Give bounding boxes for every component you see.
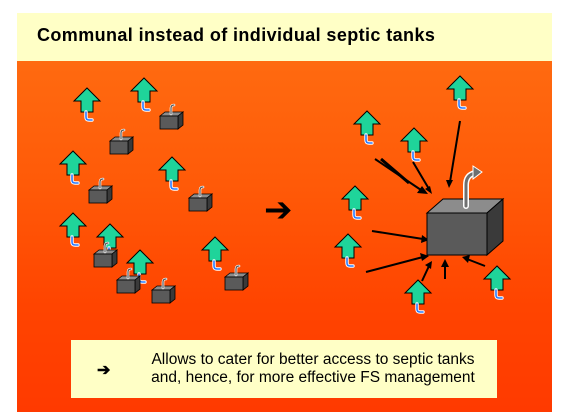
septic-diagram: ➔ — [58, 74, 512, 314]
title-band: Communal instead of individual septic ta… — [17, 13, 552, 61]
house-icon — [200, 235, 230, 271]
note-line-2: and, hence, for more effective FS manage… — [151, 369, 475, 386]
house-icon — [157, 155, 187, 191]
house-icon — [58, 211, 88, 247]
septic-tank-icon — [158, 103, 185, 131]
septic-tank-icon — [150, 277, 177, 305]
flow-arrowheads — [417, 180, 470, 269]
septic-tank-icon — [87, 177, 114, 205]
house-icon — [399, 126, 429, 162]
house-icon — [340, 184, 370, 220]
note-box: ➔ Allows to cater for better access to s… — [71, 340, 497, 398]
slide-title: Communal instead of individual septic ta… — [37, 25, 436, 45]
house-icon — [58, 149, 88, 185]
house-icon — [129, 76, 159, 112]
house-icon — [72, 86, 102, 122]
septic-tank-icon — [187, 185, 214, 213]
septic-tank-icon — [223, 264, 250, 292]
note-text: Allows to cater for better access to sep… — [135, 351, 491, 387]
house-icon — [482, 264, 512, 300]
communal-septic-tank-icon — [425, 165, 505, 257]
house-icon — [445, 74, 475, 110]
transition-arrow-icon: ➔ — [264, 190, 293, 230]
arrow-right-icon: ➔ — [97, 362, 111, 379]
house-icon — [333, 232, 363, 268]
house-icon — [403, 278, 433, 314]
house-icon — [352, 109, 382, 145]
diagram-panel: ➔ — [17, 61, 552, 412]
note-line-1: Allows to cater for better access to sep… — [151, 351, 475, 368]
flow-arrows — [365, 120, 486, 282]
septic-tank-icon — [108, 128, 135, 156]
